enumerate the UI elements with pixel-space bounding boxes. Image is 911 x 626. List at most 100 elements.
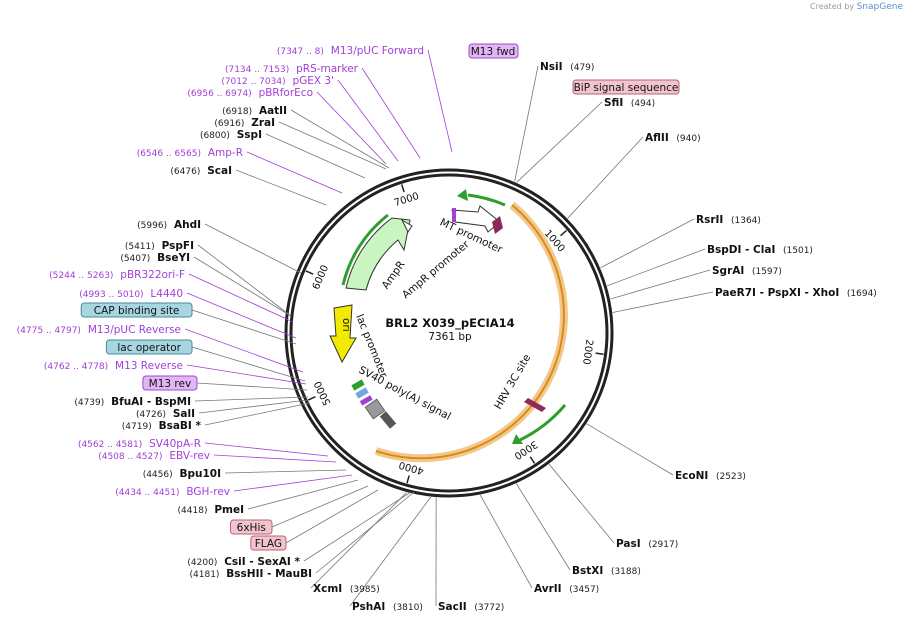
primer-label[interactable]: (7012 .. 7034) pGEX 3' (221, 75, 334, 87)
label-name: pBRforEco (259, 87, 313, 99)
enzyme-label[interactable]: (4181) BssHII - MauBI (190, 568, 313, 580)
enzyme-label[interactable]: (4200) CsiI - SexAI * (187, 556, 300, 568)
label-position: (6918) (222, 107, 255, 117)
label-name: pGEX 3' (292, 75, 334, 87)
orange-feature-arc-core (375, 204, 565, 460)
enzyme-label[interactable]: (5996) AhdI (137, 219, 201, 231)
enzyme-label[interactable]: BstXI (3188) (572, 565, 641, 577)
label-leader (246, 151, 343, 194)
feature-tag[interactable]: CAP binding site (80, 302, 193, 318)
enzyme-label[interactable]: (4456) Bpu10I (143, 468, 221, 480)
enzyme-label[interactable]: EcoNI (2523) (675, 470, 746, 482)
label-name: Amp-R (208, 147, 243, 159)
enzyme-name: PshAI (352, 601, 389, 613)
label-position: (4508 .. 4527) (98, 452, 165, 462)
ampr-promoter-arrow (400, 218, 413, 233)
feature-m13-fwd[interactable]: M13 fwd (468, 43, 519, 59)
plasmid-name: BRL2 X039_pECIA14 (385, 316, 514, 331)
enzyme-label[interactable]: (6476) ScaI (170, 165, 232, 177)
primer-label[interactable]: (7347 .. 8) M13/pUC Forward (277, 45, 424, 57)
enzyme-label[interactable]: (4739) BfuAI - BspMI (74, 396, 191, 408)
primer-label[interactable]: (4434 .. 4451) BGH-rev (115, 486, 230, 498)
enzyme-name: PasI (616, 538, 644, 550)
label-leader (184, 328, 304, 373)
enzyme-name: SacII (438, 601, 470, 613)
feature-tag-box (142, 375, 198, 391)
enzyme-label[interactable]: (4719) BsaBI * (122, 420, 202, 432)
primer-label[interactable]: (4993 .. 5010) L4440 (79, 288, 183, 300)
label-position: (4434 .. 4451) (115, 488, 182, 498)
enzyme-label[interactable]: RsrII (1364) (696, 214, 761, 226)
enzyme-label[interactable]: AflII (940) (645, 132, 701, 144)
enzyme-position: (1597) (752, 267, 782, 277)
primer-label[interactable]: (4508 .. 4527) EBV-rev (98, 450, 210, 462)
enzyme-label[interactable]: (4726) SalI (136, 408, 195, 420)
ampr-label: AmpR (380, 259, 408, 292)
label-name: BsaBI * (159, 420, 202, 432)
primer-label[interactable]: (5244 .. 5263) pBR322ori-F (49, 269, 185, 281)
enzyme-name: PaeR7I - PspXI - XhoI (715, 287, 843, 299)
feature-tag-box (250, 535, 287, 551)
enzyme-leader (514, 65, 539, 182)
enzyme-position: (3985) (350, 585, 380, 595)
feature-tag-label: lac operator (117, 342, 181, 354)
label-position: (4719) (122, 422, 155, 432)
primer-label[interactable]: (4762 .. 4778) M13 Reverse (44, 360, 183, 372)
enzyme-label[interactable]: (6916) ZraI (214, 117, 275, 129)
enzyme-label[interactable]: SfiI (494) (604, 97, 655, 109)
feature-tag[interactable]: FLAG (250, 535, 287, 551)
ori-label: ori (340, 318, 352, 332)
enzyme-leader (610, 269, 711, 300)
enzyme-label[interactable]: (5407) BseYI (120, 252, 190, 264)
primer-label[interactable]: (4775 .. 4797) M13/pUC Reverse (17, 324, 181, 336)
enzyme-label[interactable]: PshAI (3810) (352, 601, 423, 613)
label-name: ZraI (251, 117, 275, 129)
enzyme-leader (567, 136, 644, 219)
label-position: (7012 .. 7034) (221, 77, 288, 87)
label-leader (196, 382, 308, 391)
label-leader (290, 109, 390, 169)
enzyme-leader (600, 218, 695, 269)
enzyme-label[interactable]: (6918) AatII (222, 105, 287, 117)
enzyme-label[interactable]: NsiI (479) (540, 61, 594, 73)
primer-label[interactable]: (6546 .. 6565) Amp-R (137, 147, 243, 159)
label-leader (191, 309, 297, 345)
feature-tag[interactable]: 6xHis (230, 519, 273, 535)
enzyme-label[interactable]: PasI (2917) (616, 538, 678, 550)
left-labels: (7347 .. 8) M13/pUC Forward (7134 .. 7153… (17, 45, 424, 580)
enzyme-leader (606, 248, 706, 287)
enzyme-label[interactable]: XcmI (3985) (313, 583, 380, 595)
ampr-promoter-label: AmpR promoter (400, 238, 472, 301)
enzyme-label[interactable]: (5411) PspFI (125, 240, 194, 252)
label-name: PspFI (162, 240, 194, 252)
enzyme-label[interactable]: (6800) SspI (200, 129, 262, 141)
primer-label[interactable]: (4562 .. 4581) SV40pA-R (78, 438, 201, 450)
label-position: (6476) (170, 167, 203, 177)
feature-tag[interactable]: M13 rev (142, 375, 198, 391)
feature-bip-signal[interactable]: BiP signal sequence (572, 79, 680, 95)
feature-tag-box (230, 519, 273, 535)
enzyme-label[interactable]: (4418) PmeI (178, 504, 244, 516)
enzyme-label[interactable]: PaeR7I - PspXI - XhoI (1694) (715, 287, 877, 299)
primer-label[interactable]: (6956 .. 6974) pBRforEco (187, 87, 313, 99)
enzyme-label[interactable]: AvrII (3457) (534, 583, 599, 595)
feature-tag[interactable]: lac operator (105, 339, 193, 355)
label-name: PmeI (214, 504, 244, 516)
created-by-credit: Created by SnapGene (810, 2, 903, 12)
primer-label[interactable]: (7134 .. 7153) pRS-marker (225, 63, 359, 75)
ampr-arrow (345, 217, 411, 291)
label-position: (4562 .. 4581) (78, 440, 145, 450)
label-name: SV40pA-R (149, 438, 201, 450)
label-leader (193, 256, 292, 317)
enzyme-name: RsrII (696, 214, 727, 226)
enzyme-leader (612, 291, 714, 313)
enzyme-label[interactable]: BspDI - ClaI (1501) (707, 244, 813, 256)
enzyme-label[interactable]: SacII (3772) (438, 601, 504, 613)
feature-tag-label: 6xHis (237, 522, 266, 534)
label-leader (224, 469, 347, 474)
backbone-outer (284, 168, 614, 498)
tick-mark (305, 270, 314, 275)
feature-tag-label: FLAG (255, 538, 282, 550)
enzyme-label[interactable]: SgrAI (1597) (712, 265, 782, 277)
lac-feature-1 (351, 379, 365, 391)
